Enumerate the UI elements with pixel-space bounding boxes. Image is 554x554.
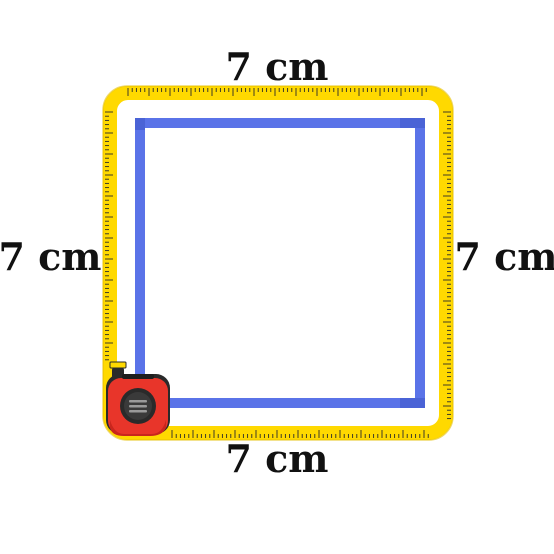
tape-outer [103,86,453,440]
label-left: 7 cm [0,234,102,279]
label-right: 7 cm [454,234,554,279]
tape-ticks [105,88,451,438]
blue-square [135,118,425,408]
tape-outer-edge [102,85,454,441]
label-bottom: 7 cm [225,436,328,481]
tape-measure-icon [106,361,170,436]
blue-square-corner-tl [135,118,145,130]
blue-square-corner-br [400,398,425,408]
blue-square-corner-tr [400,118,425,128]
label-top: 7 cm [225,44,328,89]
